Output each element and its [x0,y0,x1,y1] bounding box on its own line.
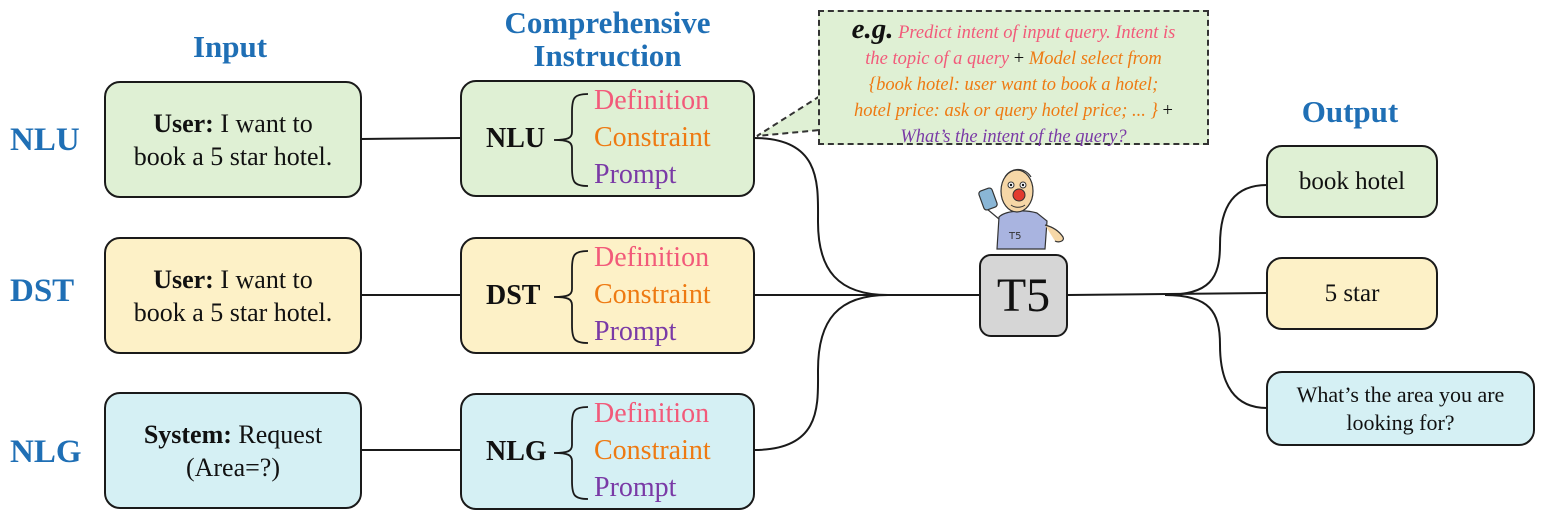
row-label-nlg: NLG [10,434,82,470]
brace-icon [553,93,589,187]
example-definition-line2: the topic of a query [865,49,1010,69]
dst-definition: Definition [594,242,710,273]
callout-pointer [756,95,821,137]
dst-prompt: Prompt [594,316,677,347]
instruction-header-line2: Instruction [533,38,682,73]
nlg-constraint: Constraint [594,435,711,466]
nlu-input-connector [360,137,462,140]
example-constraint-line3: hotel price: ask or query hotel price; .… [854,101,1158,121]
dst-input-line2: book a 5 star hotel. [133,297,333,327]
dst-input-box: User: I want to book a 5 star hotel. [104,237,362,354]
t5-mascot-icon: T5 [978,168,1064,250]
nlu-prompt: Prompt [594,159,677,190]
nlu-output-connector [1164,184,1268,296]
instruction-header-line1: Comprehensive [504,5,711,40]
nlg-prompt: Prompt [594,472,677,503]
nlg-merge-connector [753,294,889,451]
nlu-constraint: Constraint [594,122,711,153]
nlg-definition: Definition [594,398,710,429]
nlu-instruction-task: NLU [486,122,546,154]
nlu-definition: Definition [594,85,710,116]
row-label-nlu: NLU [10,122,80,158]
brace-icon [553,250,589,344]
example-plus-2: + [1157,101,1173,121]
nlg-input-line2: (Area=?) [185,452,281,482]
example-callout: e.g. Predict intent of input query. Inte… [818,10,1209,147]
dst-output-box: 5 star [1266,257,1438,330]
brace-icon [553,406,589,500]
t5-model-box: T5 [979,254,1068,337]
dst-constraint: Constraint [594,279,711,310]
nlu-input-box: User: I want to book a 5 star hotel. [104,81,362,198]
nlg-input-box: System: Request (Area=?) [104,392,362,509]
dst-input-line1: I want to [213,264,313,294]
nlu-merge-connector [753,137,889,296]
output-header: Output [1301,94,1399,129]
nlg-output-line2: looking for? [1346,409,1455,435]
nlu-output-box: book hotel [1266,145,1438,218]
dst-instruction-box: DST Definition Constraint Prompt [460,237,755,354]
dst-input-speaker: User: [153,264,214,294]
nlu-input-speaker: User: [153,108,214,138]
row-label-dst: DST [10,273,75,309]
nlg-output-line1: What’s the area you are [1296,381,1505,407]
nlg-instruction-box: NLG Definition Constraint Prompt [460,393,755,510]
nlu-instruction-box: NLU Definition Constraint Prompt [460,80,755,197]
input-header: Input [192,29,268,64]
example-definition-line1: Predict intent of input query. Intent is [893,23,1176,43]
example-constraint-line1: Model select from [1028,49,1162,69]
example-constraint-line2: {book hotel: user want to book a hotel; [868,75,1159,95]
nlg-output-box: What’s the area you are looking for? [1266,371,1535,446]
nlg-output-connector [1164,294,1268,409]
mascot-shirt-text: T5 [1008,231,1021,242]
instruction-header: Comprehensive Instruction [470,6,745,72]
nlu-input-line2: book a 5 star hotel. [133,141,333,171]
nlg-input-line1: Request [231,419,323,449]
dst-instruction-task: DST [486,279,541,311]
nlg-input-speaker: System: [143,419,232,449]
nlu-input-line1: I want to [213,108,313,138]
example-prompt: What’s the intent of the query? [900,127,1127,147]
nlg-instruction-task: NLG [486,435,547,467]
example-label: e.g. [851,13,894,45]
example-plus-1: + [1009,49,1029,69]
